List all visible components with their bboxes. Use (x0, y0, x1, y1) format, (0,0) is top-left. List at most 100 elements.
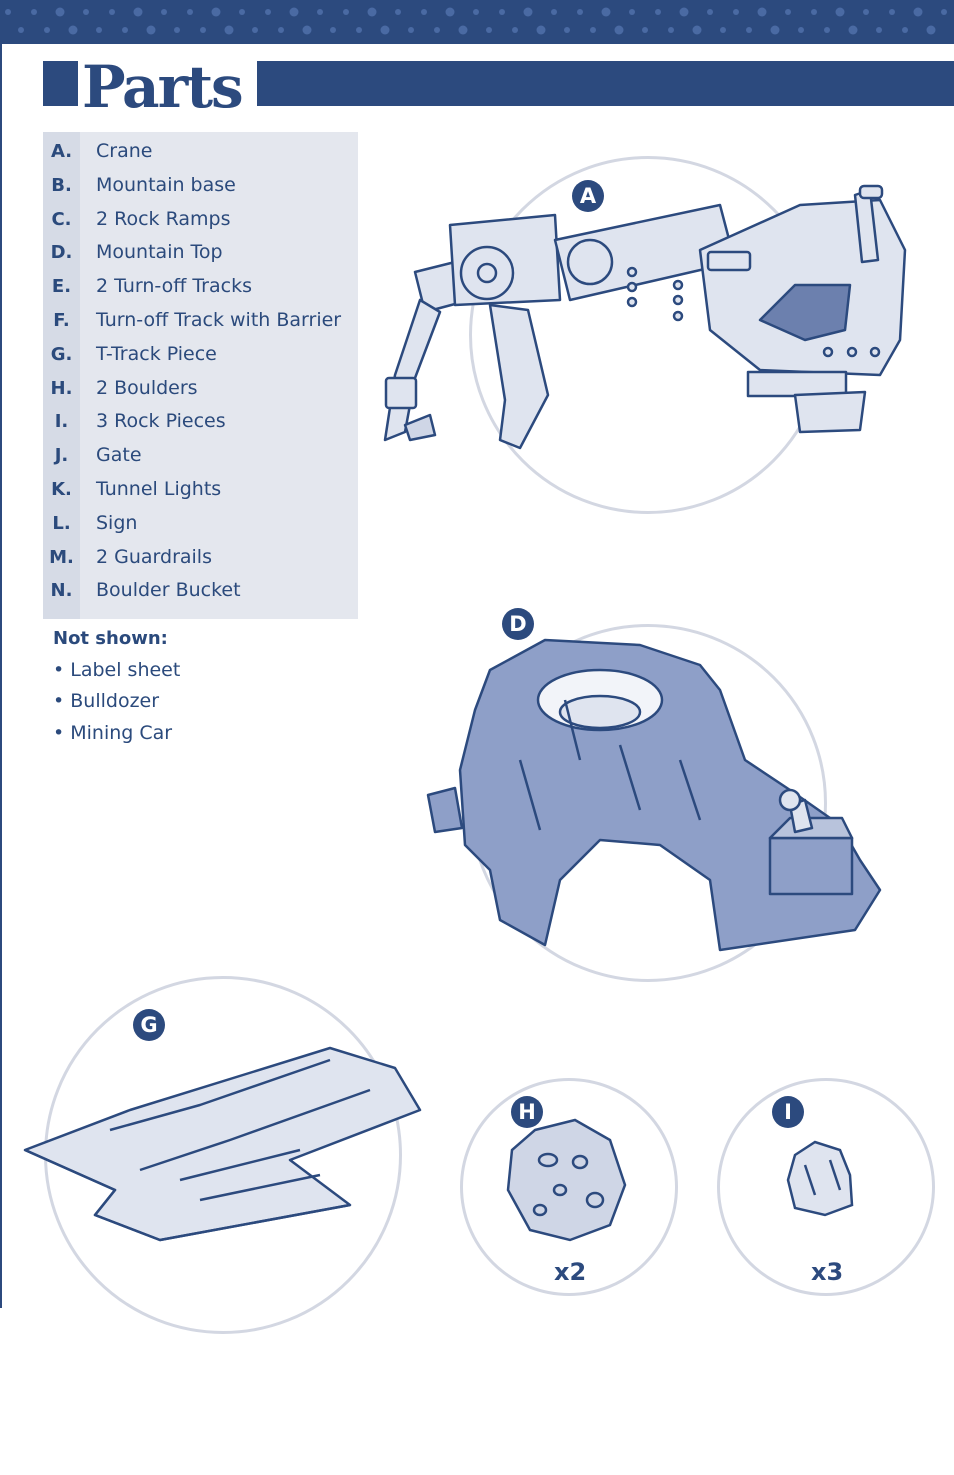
header-dot (757, 7, 767, 17)
header-dot (824, 27, 830, 33)
header-dot (458, 25, 468, 35)
header-dot (614, 25, 624, 35)
header-dot (224, 25, 234, 35)
header-dot (239, 9, 245, 15)
header-dot (200, 27, 206, 33)
header-dot (146, 25, 156, 35)
header-dot (499, 9, 505, 15)
rock-piece-illustration (786, 1140, 854, 1217)
header-dot (96, 27, 102, 33)
part-letter: M. (49, 546, 74, 568)
part-name: Boulder Bucket (96, 579, 241, 602)
header-dot (421, 9, 427, 15)
part-name: 2 Guardrails (96, 545, 212, 568)
header-dot (55, 7, 65, 17)
part-name: T-Track Piece (96, 342, 217, 365)
header-dot (590, 27, 596, 33)
header-dot (31, 9, 37, 15)
not-shown-item: • Mining Car (53, 722, 173, 744)
header-dot (289, 7, 299, 17)
header-dot (395, 9, 401, 15)
header-dot (876, 27, 882, 33)
header-dot (889, 9, 895, 15)
header-dot (707, 9, 713, 15)
boulder-illustration (506, 1118, 627, 1242)
header-dot (356, 27, 362, 33)
header-dot (122, 27, 128, 33)
header-dot (5, 9, 11, 15)
header-dot (252, 27, 258, 33)
header-dot (577, 9, 583, 15)
header-dot (174, 27, 180, 33)
header-dot (679, 7, 689, 17)
header-dot (629, 9, 635, 15)
part-name: Turn-off Track with Barrier (96, 309, 342, 331)
part-row: E.2 Turn-off Tracks (43, 270, 358, 303)
header-dot (68, 25, 78, 35)
figure-i-badge: I (772, 1096, 804, 1128)
header-dot (913, 7, 923, 17)
header-dot (133, 7, 143, 17)
crane-illustration (383, 184, 907, 450)
header-dot (343, 9, 349, 15)
part-letter: J. (54, 445, 69, 467)
dotted-header-band (0, 0, 954, 44)
parts-list-panel (43, 132, 358, 619)
header-dot (161, 9, 167, 15)
header-dot (473, 9, 479, 15)
part-name: 2 Boulders (96, 376, 198, 399)
part-row: N. Boulder Bucket (43, 574, 358, 607)
header-dot (486, 27, 492, 33)
part-letter: A. (50, 141, 73, 162)
header-dots-pattern (5, 7, 947, 35)
part-letter: G. (50, 343, 73, 365)
t-track-illustration (23, 1046, 422, 1242)
title-rule-bar (257, 61, 954, 106)
header-dot (187, 9, 193, 15)
header-dot (536, 25, 546, 35)
header-dot (733, 9, 739, 15)
part-letter: H. (50, 377, 73, 399)
part-row: H. 2 Boulders (43, 372, 358, 405)
part-letter: F. (53, 310, 70, 331)
part-name: Mountain Top (96, 241, 223, 264)
not-shown-heading: Not shown: (53, 628, 168, 649)
figure-h-badge: H (511, 1096, 543, 1128)
title-accent-block (43, 61, 78, 106)
header-dot (278, 27, 284, 33)
part-letter: N. (50, 580, 73, 602)
part-name: 2 Turn-off Tracks (96, 275, 252, 298)
header-dot (18, 27, 24, 33)
part-name: Tunnel Lights (96, 478, 222, 500)
part-letter: I. (54, 411, 69, 433)
part-name: Mountain base (96, 173, 236, 196)
part-row: C.2 Rock Ramps (43, 203, 358, 236)
parts-letter-column (43, 132, 80, 619)
part-row: M. 2 Guardrails (43, 541, 358, 574)
part-row: I. 3 Rock Pieces (43, 405, 358, 438)
header-dot (785, 9, 791, 15)
header-dot (523, 7, 533, 17)
part-name: Sign (96, 511, 138, 534)
header-dot (445, 7, 455, 17)
part-letter: L. (52, 512, 71, 534)
part-name: 3 Rock Pieces (96, 410, 226, 433)
page-title: Parts (82, 53, 244, 121)
rock-piece-quantity: x3 (811, 1258, 844, 1286)
header-dot (655, 9, 661, 15)
header-dot (551, 9, 557, 15)
header-dot (601, 7, 611, 17)
header-dot (330, 27, 336, 33)
header-dot (798, 27, 804, 33)
not-shown-item: • Label sheet (53, 659, 181, 681)
part-letter: K. (51, 479, 72, 500)
header-dot (902, 27, 908, 33)
left-page-rule (0, 44, 2, 1308)
part-row: G. T-Track Piece (43, 338, 358, 371)
header-dot (83, 9, 89, 15)
header-dot (408, 27, 414, 33)
part-name: Crane (96, 140, 153, 162)
header-dot (668, 27, 674, 33)
header-dot (835, 7, 845, 17)
header-dot (434, 27, 440, 33)
